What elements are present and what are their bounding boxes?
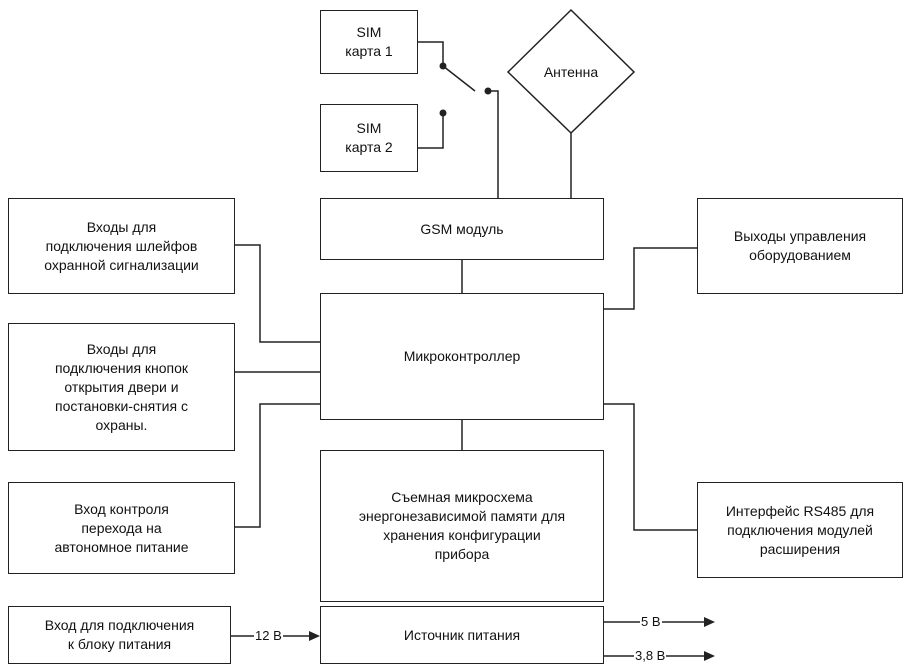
sim1-block: SIM карта 1 bbox=[320, 10, 418, 74]
rs485-block: Интерфейс RS485 для подключения модулей … bbox=[697, 482, 903, 578]
mcu-block: Микроконтроллер bbox=[320, 293, 604, 420]
switch-common-dot bbox=[484, 87, 492, 95]
antenna-label: Антенна bbox=[543, 64, 599, 80]
outputs-line bbox=[604, 247, 697, 310]
sim2-contact-dot bbox=[439, 109, 447, 117]
loops-block: Входы для подключения шлейфов охранной с… bbox=[8, 198, 235, 294]
antenna-diamond bbox=[506, 8, 636, 135]
buttons-block: Входы для подключения кнопок открытия дв… bbox=[8, 323, 235, 451]
sim1-line bbox=[418, 41, 444, 66]
psu-input-label: Вход для подключения к блоку питания bbox=[44, 617, 195, 652]
psu-input-arrowhead bbox=[309, 631, 320, 641]
loops-label: Входы для подключения шлейфов охранной с… bbox=[44, 218, 199, 273]
memory-label: Съемная микросхема энергонезависимой пам… bbox=[358, 489, 566, 562]
backup-line bbox=[235, 403, 320, 528]
outputs-block: Выходы управления оборудованием bbox=[697, 198, 903, 294]
outputs-label: Выходы управления оборудованием bbox=[733, 228, 867, 263]
voltage-in-label: 12 В bbox=[254, 628, 283, 644]
backup-block: Вход контроля перехода на автономное пит… bbox=[8, 482, 235, 574]
sim2-label: SIM карта 2 bbox=[345, 120, 393, 155]
rs485-line bbox=[604, 403, 697, 531]
psu-input-block: Вход для подключения к блоку питания bbox=[8, 606, 231, 664]
sim-switch-arm bbox=[442, 65, 476, 92]
psu-block: Источник питания bbox=[320, 606, 604, 664]
sim1-label: SIM карта 1 bbox=[345, 24, 393, 59]
sim2-line bbox=[418, 113, 444, 149]
sim2-block: SIM карта 2 bbox=[320, 104, 418, 172]
backup-label: Вход контроля перехода на автономное пит… bbox=[54, 500, 189, 555]
psu-out2-arrowhead bbox=[704, 651, 715, 661]
gsm-label: GSM модуль bbox=[420, 220, 504, 237]
psu-out1-arrowhead bbox=[704, 617, 715, 627]
loops-line bbox=[235, 244, 320, 343]
mcu-label: Микроконтроллер bbox=[403, 348, 521, 364]
gsm-block: GSM модуль bbox=[320, 198, 604, 260]
rs485-label: Интерфейс RS485 для подключения модулей … bbox=[725, 502, 875, 557]
voltage-out2-label: 3,8 В bbox=[634, 648, 667, 664]
sim1-contact-dot bbox=[439, 62, 447, 70]
switch-to-gsm-line bbox=[488, 90, 499, 198]
psu-label: Источник питания bbox=[403, 626, 521, 643]
memory-block: Съемная микросхема энергонезависимой пам… bbox=[320, 450, 604, 602]
voltage-out1-label: 5 В bbox=[640, 614, 662, 630]
buttons-label: Входы для подключения кнопок открытия дв… bbox=[54, 340, 189, 433]
